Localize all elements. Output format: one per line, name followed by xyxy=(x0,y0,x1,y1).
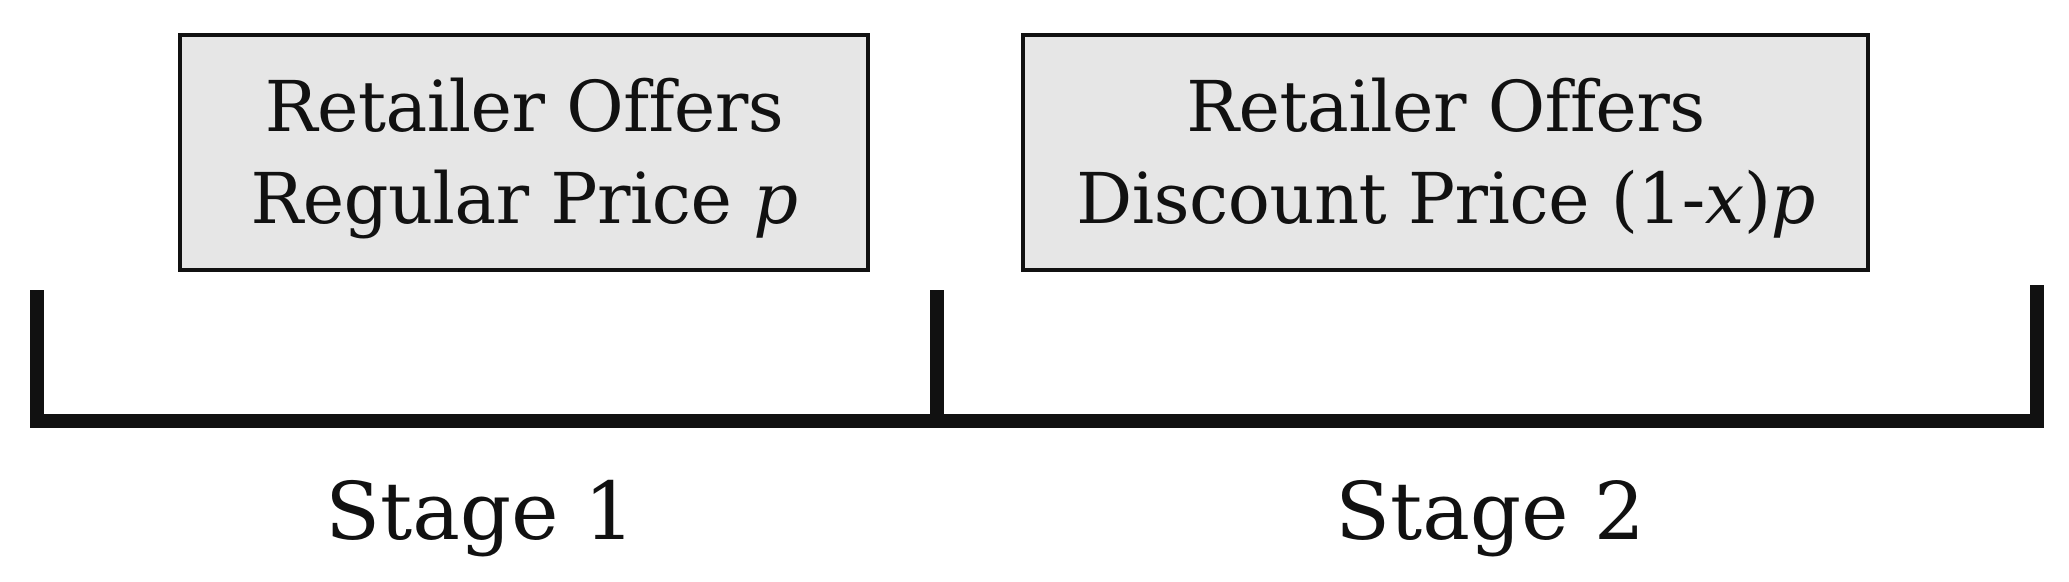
stage-1-event-box: Retailer Offers Regular Price p xyxy=(178,33,870,272)
price-variable-p: p xyxy=(1770,157,1816,240)
stage-2-box-line-1: Retailer Offers xyxy=(1186,65,1705,148)
stage-2-label: Stage 2 xyxy=(1335,465,1645,558)
stage-2-price-paren: ) xyxy=(1743,157,1771,240)
stage-2-event-box: Retailer Offers Discount Price (1-x)p xyxy=(1021,33,1870,272)
stage-2-box-line-2: Discount Price (1-x)p xyxy=(1076,153,1815,245)
stage-1-box-line-1: Retailer Offers xyxy=(264,65,784,148)
stage-2-price-text: Discount Price (1- xyxy=(1076,157,1705,240)
price-variable-p: p xyxy=(753,157,798,240)
discount-variable-x: x xyxy=(1704,157,1744,240)
stage-1-price-text: Regular Price xyxy=(250,157,754,240)
stage-1-label: Stage 1 xyxy=(325,465,635,558)
stage-1-box-line-2: Regular Price p xyxy=(250,153,799,245)
